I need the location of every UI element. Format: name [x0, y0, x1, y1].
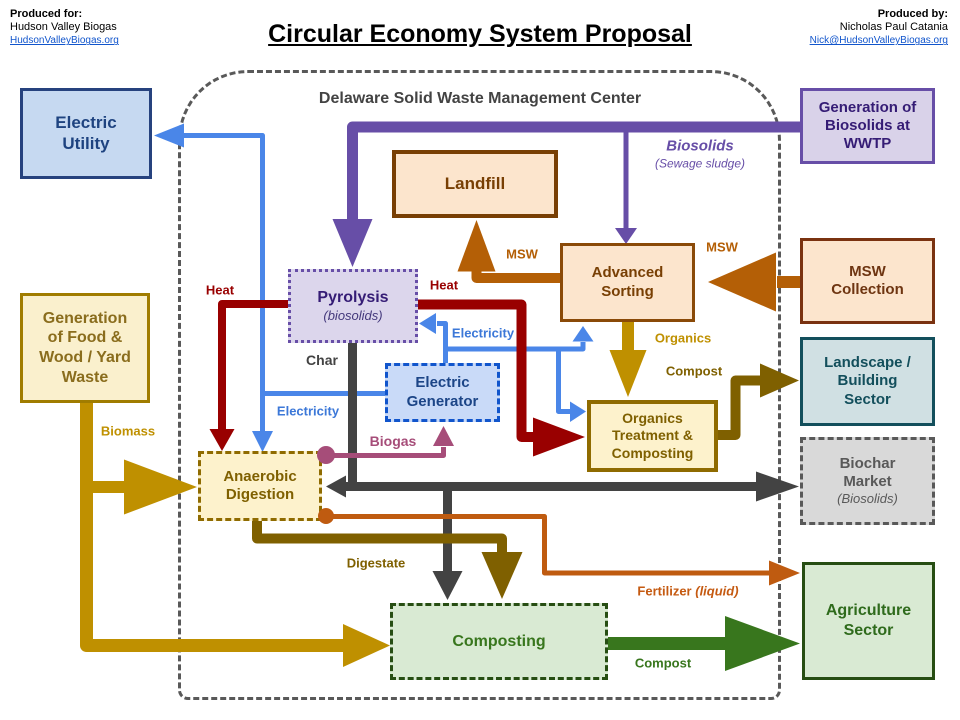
node-pyrolysis: Pyrolysis (biosolids) [288, 269, 418, 343]
label-digestate: Digestate [346, 555, 406, 571]
label-compost-landscape: Compost [665, 363, 723, 379]
node-electric-utility-label: Electric Utility [55, 112, 117, 153]
node-msw-collection-label: MSW Collection [831, 262, 904, 298]
node-landscape-building-sector: Landscape / Building Sector [800, 337, 935, 426]
node-biosolids-wwtp: Generation of Biosolids at WWTP [800, 88, 935, 164]
node-biochar-market: Biochar Market (Biosolids) [800, 437, 935, 525]
node-pyrolysis-sublabel: (biosolids) [323, 307, 383, 323]
node-advanced-sorting-label: Advanced Sorting [591, 264, 664, 300]
produced-for-label: Produced for: [10, 8, 83, 20]
node-msw-collection: MSW Collection [800, 238, 935, 324]
node-generation-food-label: Generation of Food & Wood / Yard Waste [39, 309, 131, 386]
produced-by-name: Nicholas Paul Catania [839, 21, 948, 34]
node-agriculture-label: Agriculture Sector [825, 602, 912, 639]
node-advanced-sorting: Advanced Sorting [560, 243, 695, 322]
label-heat-right: Heat [429, 277, 459, 293]
label-organics: Organics [654, 330, 712, 346]
node-organics-treatment-composting: Organics Treatment & Composting [587, 400, 718, 472]
label-char: Char [306, 352, 338, 368]
node-landfill: Landfill [392, 150, 558, 218]
produced-by-label: Produced by: [877, 8, 948, 20]
label-biosolids: Biosolids (Sewage sludge) [655, 136, 745, 171]
node-electric-utility: Electric Utility [20, 88, 152, 179]
fertilizer-junction-dot [318, 508, 334, 524]
label-fertilizer: Fertilizer (liquid) [637, 584, 738, 599]
label-heat-left: Heat [205, 282, 235, 298]
node-generation-food-wood-yard-waste: Generation of Food & Wood / Yard Waste [20, 293, 150, 403]
node-biochar-market-sublabel: (Biosolids) [837, 491, 898, 507]
label-biogas: Biogas [369, 433, 417, 449]
node-pyrolysis-label: Pyrolysis [317, 289, 389, 307]
node-organics-treatment-label: Organics Treatment & Composting [611, 410, 694, 461]
page-title: Circular Economy System Proposal [268, 20, 692, 48]
label-biosolids-main: Biosolids [666, 137, 734, 155]
node-composting: Composting [390, 603, 608, 680]
node-agriculture-sector: Agriculture Sector [802, 562, 935, 680]
node-biochar-market-label: Biochar Market [839, 454, 896, 491]
node-anaerobic-digestion: Anaerobic Digestion [198, 451, 322, 521]
label-electricity-top: Electricity [451, 325, 515, 341]
node-composting-label: Composting [452, 632, 546, 650]
node-anaerobic-digestion-label: Anaerobic Digestion [223, 467, 297, 503]
label-compost-agriculture: Compost [634, 655, 692, 671]
produced-for-name: Hudson Valley Biogas [10, 21, 117, 34]
node-landfill-label: Landfill [444, 173, 506, 193]
label-fertilizer-main: Fertilizer [637, 583, 692, 599]
label-biomass: Biomass [100, 423, 156, 439]
biogas-junction-dot [317, 446, 335, 464]
label-msw-right: MSW [706, 239, 738, 255]
label-biosolids-sub: (Sewage sludge) [654, 155, 746, 170]
produced-by-link[interactable]: Nick@HudsonValleyBiogas.org [809, 35, 948, 47]
label-msw-left: MSW [506, 246, 538, 262]
node-electric-generator-label: Electric Generator [406, 374, 479, 410]
produced-for-block: Produced for: Hudson Valley Biogas Hudso… [10, 8, 119, 48]
node-electric-generator: Electric Generator [385, 363, 500, 422]
node-biosolids-wwtp-label: Generation of Biosolids at WWTP [818, 98, 917, 153]
produced-for-link[interactable]: HudsonValleyBiogas.org [10, 35, 119, 47]
label-electricity-left: Electricity [276, 403, 340, 419]
node-landscape-label: Landscape / Building Sector [824, 354, 911, 408]
label-fertilizer-sub: (liquid) [695, 583, 739, 599]
facility-title: Delaware Solid Waste Management Center [318, 90, 642, 107]
produced-by-block: Produced by: Nicholas Paul Catania Nick@… [810, 8, 948, 48]
